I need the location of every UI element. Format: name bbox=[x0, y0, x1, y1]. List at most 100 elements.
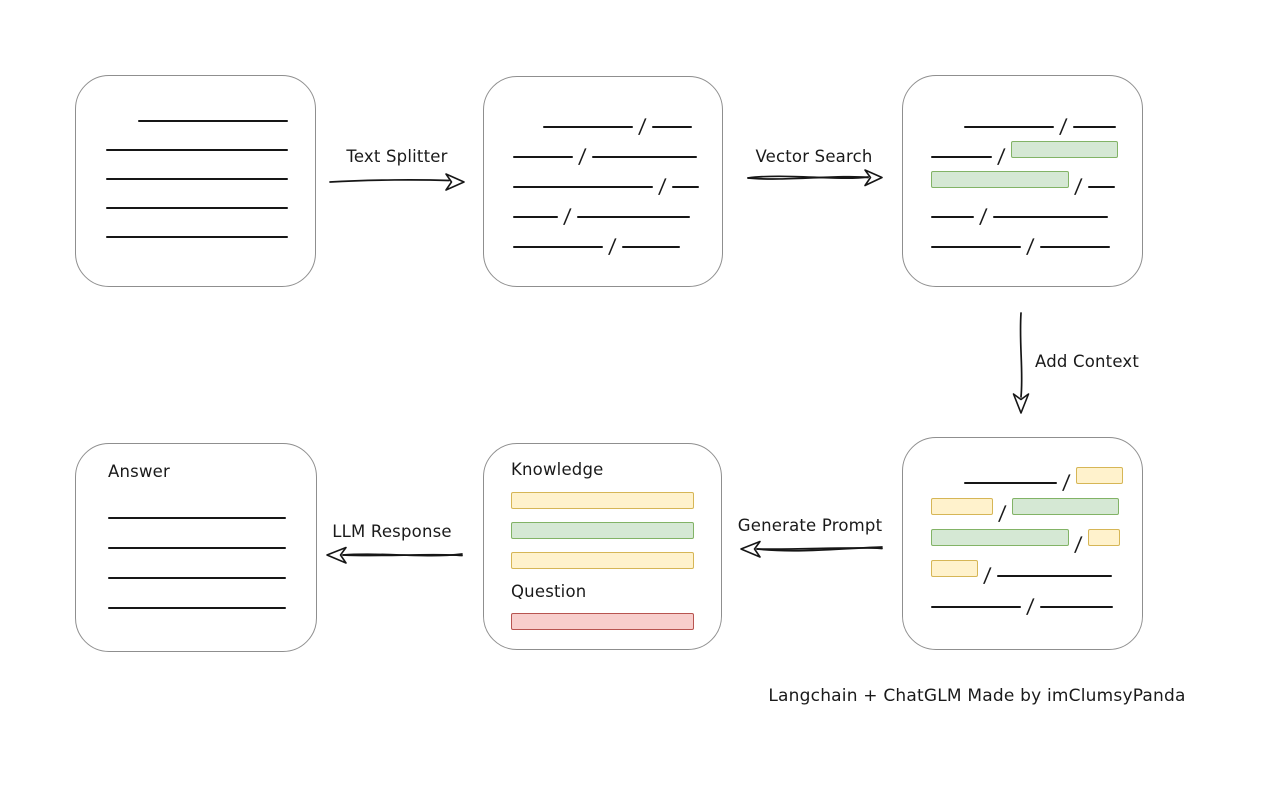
context-chunk-lines: ///// bbox=[931, 453, 1142, 618]
text-row bbox=[106, 151, 315, 180]
text-line bbox=[651, 126, 692, 128]
text-row: / bbox=[931, 546, 1142, 587]
text-row: / bbox=[931, 577, 1142, 618]
text-line bbox=[108, 577, 286, 579]
text-line bbox=[543, 126, 633, 128]
question-bars bbox=[511, 613, 694, 630]
text-line bbox=[108, 517, 286, 519]
text-row bbox=[106, 122, 315, 151]
context-chunks-box: ///// bbox=[902, 437, 1143, 650]
text-line bbox=[108, 607, 286, 609]
indent-gap bbox=[931, 127, 964, 128]
text-row: / bbox=[931, 218, 1142, 258]
text-line bbox=[138, 120, 288, 122]
text-line bbox=[996, 575, 1112, 577]
text-row: / bbox=[513, 98, 722, 138]
text-line bbox=[576, 216, 690, 218]
prompt-box: Knowledge Question bbox=[483, 443, 722, 650]
text-line bbox=[513, 186, 653, 188]
indent-gap bbox=[931, 483, 964, 484]
text-row bbox=[106, 180, 315, 209]
green-highlight bbox=[931, 529, 1069, 546]
indent-gap bbox=[106, 121, 138, 122]
green-highlight bbox=[931, 171, 1069, 188]
add-context-label: Add Context bbox=[1035, 352, 1140, 371]
yellow-bar bbox=[511, 552, 694, 569]
text-line bbox=[1039, 246, 1110, 248]
matched-chunk-lines: ///// bbox=[931, 98, 1142, 258]
text-line bbox=[931, 216, 974, 218]
knowledge-bars bbox=[511, 492, 694, 569]
source-document-box bbox=[75, 75, 316, 287]
text-row bbox=[106, 93, 315, 122]
text-splitter-arrow bbox=[329, 173, 465, 191]
slash-separator: / bbox=[1025, 594, 1036, 618]
green-highlight bbox=[1011, 498, 1119, 515]
indent-gap bbox=[513, 127, 543, 128]
text-row: / bbox=[931, 158, 1142, 198]
text-line bbox=[964, 126, 1054, 128]
document-lines bbox=[106, 93, 315, 238]
generate-prompt-label: Generate Prompt bbox=[737, 516, 883, 535]
text-line bbox=[106, 236, 288, 238]
text-line bbox=[931, 156, 992, 158]
text-row: / bbox=[513, 188, 722, 228]
text-row: / bbox=[513, 158, 722, 198]
text-line bbox=[931, 606, 1021, 608]
text-row: / bbox=[513, 218, 722, 258]
text-line bbox=[964, 482, 1057, 484]
text-line bbox=[1039, 606, 1113, 608]
text-line bbox=[931, 246, 1021, 248]
split-chunks-box: ///// bbox=[483, 76, 723, 287]
text-row: / bbox=[513, 128, 722, 168]
text-line bbox=[513, 156, 573, 158]
vector-search-label: Vector Search bbox=[755, 147, 873, 166]
slash-separator: / bbox=[607, 234, 618, 258]
yellow-highlight bbox=[931, 560, 978, 577]
text-line bbox=[621, 246, 680, 248]
text-line bbox=[1072, 126, 1116, 128]
text-row: / bbox=[931, 98, 1142, 138]
text-row: / bbox=[931, 515, 1142, 556]
add-context-arrow bbox=[1012, 312, 1030, 414]
answer-box: Answer bbox=[75, 443, 317, 652]
text-row bbox=[108, 519, 316, 549]
answer-label: Answer bbox=[108, 462, 170, 481]
text-row: / bbox=[931, 188, 1142, 228]
text-row bbox=[106, 209, 315, 238]
text-line bbox=[671, 186, 699, 188]
llm-response-label: LLM Response bbox=[332, 522, 452, 541]
text-line bbox=[513, 246, 603, 248]
text-row: / bbox=[931, 453, 1142, 494]
text-line bbox=[1087, 186, 1115, 188]
text-line bbox=[591, 156, 697, 158]
llm-response-arrow bbox=[326, 546, 463, 564]
text-line bbox=[513, 216, 558, 218]
text-row bbox=[108, 549, 316, 579]
text-line bbox=[106, 149, 288, 151]
yellow-bar bbox=[511, 492, 694, 509]
generate-prompt-arrow bbox=[740, 540, 883, 558]
yellow-highlight bbox=[1075, 467, 1123, 484]
text-splitter-label: Text Splitter bbox=[346, 147, 448, 166]
text-row: / bbox=[931, 484, 1142, 525]
yellow-highlight bbox=[931, 498, 993, 515]
text-line bbox=[106, 178, 288, 180]
vector-search-arrow bbox=[747, 169, 883, 187]
green-bar bbox=[511, 522, 694, 539]
text-line bbox=[108, 547, 286, 549]
vector-matched-chunks-box: ///// bbox=[902, 75, 1143, 287]
text-line bbox=[992, 216, 1108, 218]
text-row: / bbox=[931, 128, 1142, 168]
text-line bbox=[106, 207, 288, 209]
chunk-lines: ///// bbox=[513, 98, 722, 258]
slash-separator: / bbox=[1025, 234, 1036, 258]
knowledge-label: Knowledge bbox=[511, 460, 604, 479]
question-label: Question bbox=[511, 582, 587, 601]
green-highlight bbox=[1010, 141, 1118, 158]
text-row bbox=[108, 579, 316, 609]
text-row bbox=[108, 489, 316, 519]
answer-lines bbox=[108, 489, 316, 609]
red-bar bbox=[511, 613, 694, 630]
